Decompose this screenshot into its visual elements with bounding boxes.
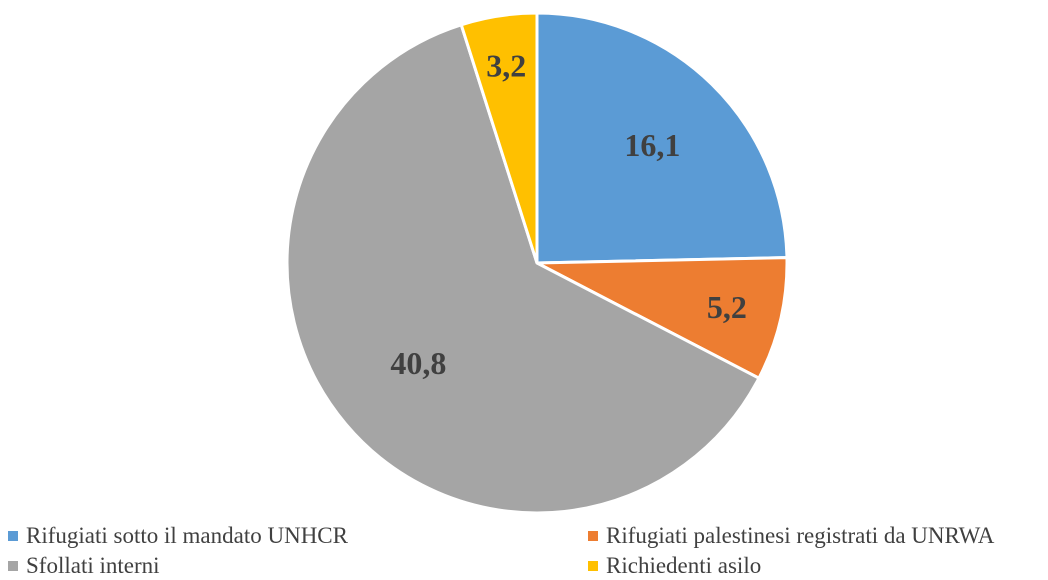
legend-item-richiedenti: Richiedenti asilo — [588, 552, 1048, 580]
legend-label-unhcr: Rifugiati sotto il mandato UNHCR — [26, 523, 348, 548]
pie-data-labels: 16,1 5,2 40,8 3,2 — [390, 47, 747, 381]
legend-item-unhcr: Rifugiati sotto il mandato UNHCR — [8, 522, 588, 550]
data-label-unrwa: 5,2 — [707, 289, 747, 325]
data-label-richiedenti: 3,2 — [486, 47, 526, 83]
data-label-sfollati: 40,8 — [390, 345, 446, 381]
pie-slices — [285, 11, 789, 515]
legend-item-unrwa: Rifugiati palestinesi registrati da UNRW… — [588, 522, 1048, 550]
legend-label-sfollati: Sfollati interni — [26, 553, 160, 578]
legend-label-richiedenti: Richiedenti asilo — [606, 553, 762, 578]
data-label-unhcr: 16,1 — [624, 127, 680, 163]
legend-swatch-sfollati — [8, 561, 18, 571]
pie-slice-richiedenti — [459, 11, 539, 264]
legend: Rifugiati sotto il mandato UNHCR Rifugia… — [8, 522, 1048, 580]
legend-label-unrwa: Rifugiati palestinesi registrati da UNRW… — [606, 523, 995, 548]
legend-swatch-unrwa — [588, 531, 598, 541]
pie-slice-unrwa — [536, 256, 789, 381]
legend-swatch-richiedenti — [588, 561, 598, 571]
legend-item-sfollati: Sfollati interni — [8, 552, 588, 580]
legend-swatch-unhcr — [8, 531, 18, 541]
pie-slice-sfollati — [285, 22, 761, 515]
pie-slice-unhcr — [535, 11, 789, 265]
